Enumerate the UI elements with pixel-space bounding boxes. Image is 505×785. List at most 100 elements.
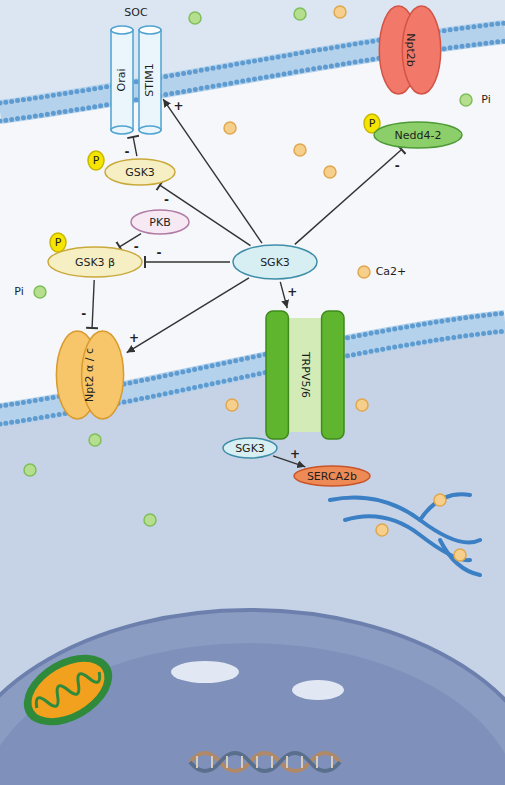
sign-label: - (395, 160, 400, 172)
node-outline (266, 311, 288, 439)
mitochondrion (22, 650, 114, 730)
phosphate-dots (294, 8, 306, 20)
node-label: GSK3 β (75, 256, 115, 269)
channel-cylinder: STIM1 (138, 25, 162, 135)
node-label: SERCA2b (307, 470, 357, 483)
signal-connector (280, 282, 287, 308)
node-outline (139, 26, 161, 34)
node-outline (111, 30, 133, 130)
signal-connector (295, 150, 402, 245)
calcium-dots (356, 399, 368, 411)
transporter: Npt2 α / c (55, 330, 125, 420)
sign-label: - (125, 146, 130, 158)
nucleus (292, 680, 344, 700)
node-label: SGK3 (235, 442, 265, 455)
phospho-circle: P (49, 232, 67, 253)
phosphate-dots (24, 464, 36, 476)
mitochondrion (11, 640, 124, 740)
nucleus (0, 610, 505, 785)
calcium-dots (376, 524, 388, 536)
dna-helix (190, 753, 340, 771)
node-outline (48, 247, 142, 277)
text-label: Pi (481, 93, 490, 106)
calcium-dots (454, 549, 466, 561)
kinase-ellipse: GSK3 β (47, 246, 143, 278)
endoplasmic-reticulum (420, 494, 470, 520)
node-outline (294, 466, 370, 486)
node-outline (82, 331, 124, 419)
phosphate-dots (144, 514, 156, 526)
node-outline (402, 6, 440, 94)
lower-membrane (0, 313, 505, 424)
node-outline (322, 311, 344, 439)
extracellular-space (0, 0, 505, 112)
channel-cylinder: Orai (110, 25, 134, 135)
node-outline (233, 245, 317, 279)
node-label: STIM1 (143, 63, 156, 96)
phospho-circle: P (87, 150, 105, 171)
node-label: Npt2b (403, 33, 416, 67)
node-outline (287, 318, 322, 432)
sign-label: - (134, 241, 139, 253)
node-outline (111, 126, 133, 134)
node-outline (50, 233, 66, 252)
signal-connector (133, 137, 137, 156)
ion-channel: TRPV5/6 (265, 310, 345, 440)
endoplasmic-reticulum (440, 540, 480, 575)
node-outline (139, 30, 161, 130)
node-outline (374, 122, 462, 148)
phosphate-dots (460, 94, 472, 106)
node-label: P (369, 117, 376, 130)
node-outline (105, 159, 175, 185)
node-outline (111, 26, 133, 34)
kinase-ellipse: PKB (130, 209, 190, 235)
sign-label: - (157, 247, 162, 259)
kinase-ellipse: GSK3 (104, 158, 176, 186)
phosphate-dots (34, 286, 46, 298)
calcium-dots (294, 144, 306, 156)
text-label: SOC (124, 6, 147, 19)
node-label: P (93, 154, 100, 167)
node-label: TRPV5/6 (298, 352, 311, 398)
node-outline (88, 151, 104, 170)
sign-label: - (81, 308, 86, 320)
signal-connector (273, 456, 305, 467)
dna-helix (190, 753, 340, 771)
node-outline (131, 210, 189, 234)
node-outline (223, 438, 277, 458)
kinase-ellipse: SGK3 (232, 244, 318, 280)
phosphate-dots (189, 12, 201, 24)
protein-ellipse: Nedd4-2 (373, 121, 463, 149)
calcium-dots (226, 399, 238, 411)
kinase-ellipse: SGK3 (222, 437, 278, 459)
sign-label: - (164, 194, 169, 206)
node-label: GSK3 (125, 166, 155, 179)
sign-label: + (129, 332, 139, 344)
text-label: Pi (14, 285, 23, 298)
pump-ellipse: SERCA2b (293, 465, 371, 487)
calcium-dots (334, 6, 346, 18)
calcium-dots (324, 166, 336, 178)
lower-membrane (0, 331, 505, 424)
sign-label: + (290, 448, 300, 460)
sign-label: + (173, 100, 183, 112)
transporter: Npt2b (378, 5, 442, 95)
node-label: PKB (149, 216, 170, 229)
phosphate-dots (89, 434, 101, 446)
endoplasmic-reticulum (330, 494, 480, 575)
node-label: SGK3 (260, 256, 290, 269)
mitochondrion (11, 640, 124, 740)
signal-connector (92, 280, 94, 328)
dna-helix (197, 756, 332, 768)
sign-label: + (287, 286, 297, 298)
signal-connector (127, 278, 249, 353)
nucleus (0, 610, 505, 785)
endoplasmic-reticulum (345, 516, 470, 560)
extracellular-space (0, 0, 505, 112)
node-outline (139, 126, 161, 134)
mitochondrion (33, 665, 103, 715)
node-label: P (55, 236, 62, 249)
calcium-dots (224, 122, 236, 134)
calcium-dots (434, 494, 446, 506)
